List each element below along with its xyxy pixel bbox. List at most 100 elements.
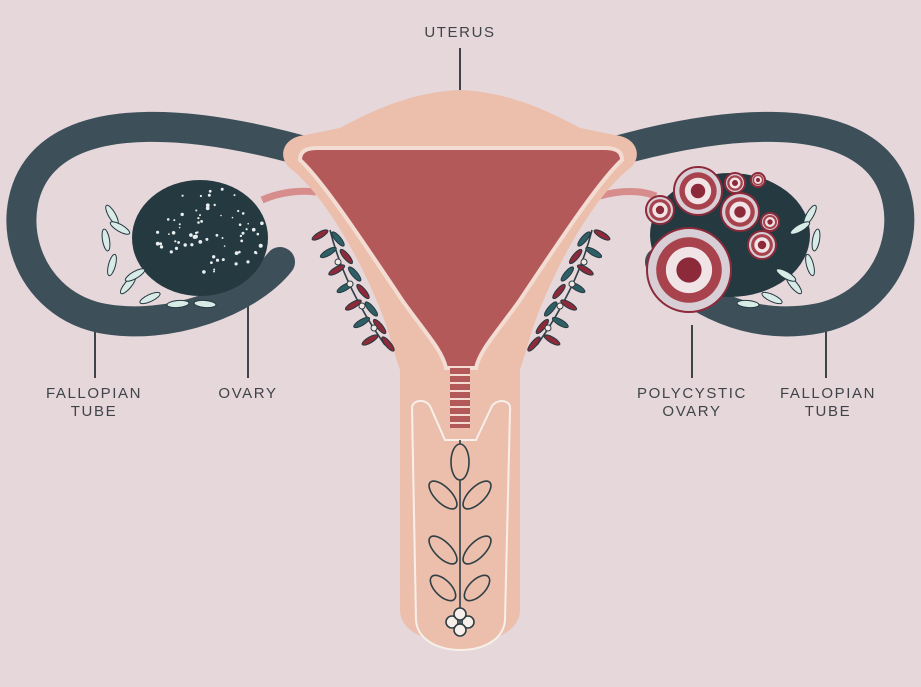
leaf bbox=[560, 299, 578, 311]
ovary-speckle bbox=[213, 268, 216, 271]
fallopian-tube-right-label-line1: FALLOPIAN bbox=[779, 385, 877, 402]
ovary-speckle bbox=[238, 223, 242, 226]
ovary-speckle bbox=[258, 243, 263, 248]
leaf bbox=[775, 268, 797, 282]
ovary-speckle bbox=[205, 203, 210, 208]
fallopian-tube-left-label-line1: FALLOPIAN bbox=[45, 385, 143, 402]
ovary-speckle bbox=[260, 221, 264, 226]
leaf bbox=[577, 231, 591, 247]
ovary-speckle bbox=[213, 203, 216, 207]
leaf bbox=[311, 229, 329, 241]
ovary-speckle bbox=[180, 212, 184, 217]
fallopian-tube-right-label-line2: TUBE bbox=[804, 403, 852, 420]
ovary-speckle bbox=[195, 209, 198, 212]
leaf bbox=[736, 299, 760, 309]
ovary-speckle bbox=[239, 234, 243, 238]
ovary-speckle bbox=[221, 258, 225, 262]
ovary-speckle bbox=[255, 252, 258, 255]
leaf bbox=[347, 266, 362, 282]
leaf bbox=[593, 229, 611, 241]
sprig-berry bbox=[580, 258, 588, 266]
ovary-speckle bbox=[253, 228, 256, 231]
ovary-speckle bbox=[205, 206, 210, 211]
leaf bbox=[344, 299, 362, 311]
leaf bbox=[193, 299, 217, 309]
uterus-label-text: UTERUS bbox=[424, 24, 496, 41]
ovary-speckle bbox=[238, 250, 241, 254]
ovary-speckle bbox=[202, 270, 206, 274]
cyst-center bbox=[676, 257, 702, 283]
polycystic-ovary bbox=[645, 166, 810, 313]
ovary-speckle bbox=[189, 233, 193, 237]
ovary-speckle bbox=[159, 242, 163, 246]
ovary-speckle bbox=[183, 243, 187, 247]
leaf bbox=[552, 283, 566, 300]
ovary-speckle bbox=[197, 221, 200, 224]
ovary-speckle bbox=[240, 239, 244, 243]
ovary-speckle bbox=[194, 231, 198, 235]
sprig-berry bbox=[346, 280, 354, 288]
ovary-speckle bbox=[213, 270, 215, 273]
leaf bbox=[811, 228, 821, 252]
ovary-speckle bbox=[181, 194, 184, 197]
leaf bbox=[328, 264, 346, 276]
leaf bbox=[560, 266, 575, 282]
polycystic-ovary-label-line1: POLYCYSTIC bbox=[637, 385, 747, 402]
fallopian-tube-left bbox=[6, 111, 315, 337]
sprig-berry bbox=[334, 258, 342, 266]
uterine-cavity bbox=[297, 146, 625, 370]
cyst-center bbox=[732, 180, 738, 186]
ovary-speckle bbox=[212, 255, 216, 259]
cervical-canal-ladder bbox=[450, 368, 470, 428]
ovary-speckle bbox=[241, 212, 245, 215]
leaf bbox=[551, 316, 569, 329]
leaf bbox=[381, 336, 395, 352]
cyst-center bbox=[734, 206, 746, 218]
leaf bbox=[101, 228, 111, 252]
ovary-speckle bbox=[207, 193, 211, 197]
leaf bbox=[331, 231, 345, 247]
vaginal-vine bbox=[428, 440, 492, 637]
ovary-speckles bbox=[155, 187, 264, 274]
ovary-speckle bbox=[199, 214, 201, 217]
sprig-stem bbox=[329, 229, 386, 346]
ovary-speckle bbox=[231, 216, 234, 219]
ovary-speckle bbox=[215, 258, 220, 262]
ovary-speckle bbox=[178, 223, 181, 226]
ovary-speckle bbox=[197, 217, 200, 220]
uterus-left-sprig bbox=[311, 229, 395, 352]
leaf bbox=[761, 291, 783, 305]
ovary-speckle bbox=[178, 226, 181, 229]
leaf bbox=[319, 246, 337, 259]
ovarian-ligament-left bbox=[260, 187, 317, 204]
cyst-center bbox=[757, 240, 767, 250]
leaf bbox=[361, 334, 379, 346]
leaf bbox=[107, 253, 117, 277]
ovary-speckle bbox=[234, 262, 238, 266]
leaf bbox=[543, 301, 558, 317]
ovary-speckle bbox=[169, 250, 173, 254]
ovary-right-leaf-wreath bbox=[736, 204, 821, 309]
ovary-speckle bbox=[171, 231, 176, 235]
ovarian-ligament-right bbox=[598, 188, 658, 200]
ovary-speckle bbox=[173, 219, 176, 222]
ovary-speckle bbox=[223, 245, 226, 247]
ovary-speckle bbox=[245, 228, 248, 231]
ovary-speckle bbox=[220, 214, 222, 217]
polycystic-ovary-label: POLYCYSTIC OVARY bbox=[612, 385, 772, 421]
leaf bbox=[353, 316, 371, 329]
ovary-speckle bbox=[168, 233, 170, 236]
uterus-label: UTERUS bbox=[400, 24, 520, 42]
leaf bbox=[585, 246, 603, 259]
ovary-speckle bbox=[156, 230, 160, 234]
ovary-left-leaf-wreath bbox=[101, 204, 217, 309]
leaf bbox=[166, 299, 190, 309]
cyst-center bbox=[655, 205, 665, 215]
ovary-speckle bbox=[205, 237, 209, 241]
sprig-berry bbox=[568, 280, 576, 288]
leaf bbox=[109, 221, 131, 235]
fallopian-tube-right-label: FALLOPIAN TUBE bbox=[758, 385, 898, 421]
cyst-center bbox=[767, 219, 773, 225]
